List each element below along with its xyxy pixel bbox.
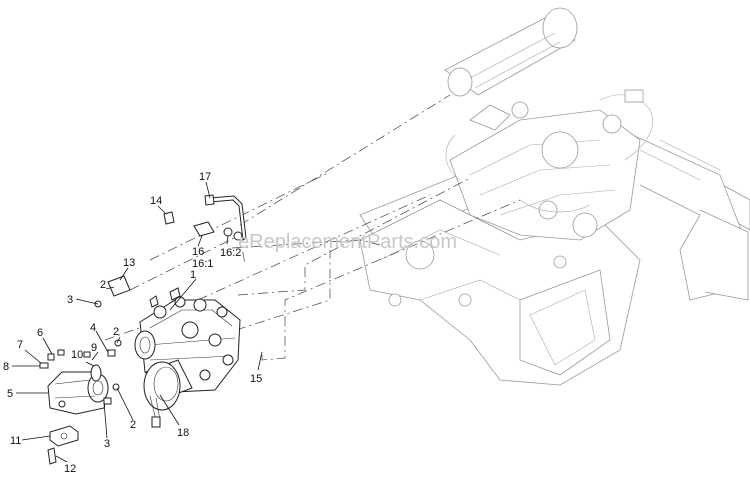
callout-2-top: 2 <box>100 279 106 291</box>
engine-frame-ghost <box>359 7 750 386</box>
callout-15: 15 <box>250 373 262 385</box>
leader-lines <box>12 181 263 463</box>
callout-12: 12 <box>64 463 76 475</box>
callout-14: 14 <box>150 195 162 207</box>
callout-3-top: 3 <box>67 294 73 306</box>
callout-16-2: 16:2 <box>220 247 241 259</box>
callout-18: 18 <box>177 427 189 439</box>
filter-canister <box>143 359 193 428</box>
callout-8: 8 <box>3 361 9 373</box>
callout-13: 13 <box>123 257 135 269</box>
callout-1: 1 <box>190 269 196 281</box>
sensor-16 <box>193 221 243 241</box>
callout-11: 11 <box>10 435 21 447</box>
callout-labels: 1 2 2 2 3 3 4 5 6 7 8 9 10 11 12 13 14 1… <box>3 171 262 475</box>
callout-2-low: 2 <box>130 419 136 431</box>
callout-4: 4 <box>90 322 96 334</box>
fitting-14 <box>163 211 175 225</box>
callout-3-low: 3 <box>104 438 110 450</box>
gear-pump <box>47 371 109 415</box>
bolt-12 <box>47 447 57 465</box>
watermark-text: eReplacementParts.com <box>238 231 457 253</box>
callout-7: 7 <box>17 339 23 351</box>
callout-10: 10 <box>71 349 83 361</box>
callout-2-mid: 2 <box>113 326 119 338</box>
o-ring <box>90 364 102 382</box>
callout-6: 6 <box>37 327 43 339</box>
callout-16: 16 <box>192 246 204 258</box>
pump-bracket <box>49 425 79 447</box>
bracket-13 <box>107 275 131 297</box>
callout-5: 5 <box>7 388 13 400</box>
callout-16-1: 16:1 <box>192 258 213 270</box>
callout-17: 17 <box>199 171 211 183</box>
dipstick-tube <box>204 194 247 241</box>
callout-9: 9 <box>91 342 97 354</box>
